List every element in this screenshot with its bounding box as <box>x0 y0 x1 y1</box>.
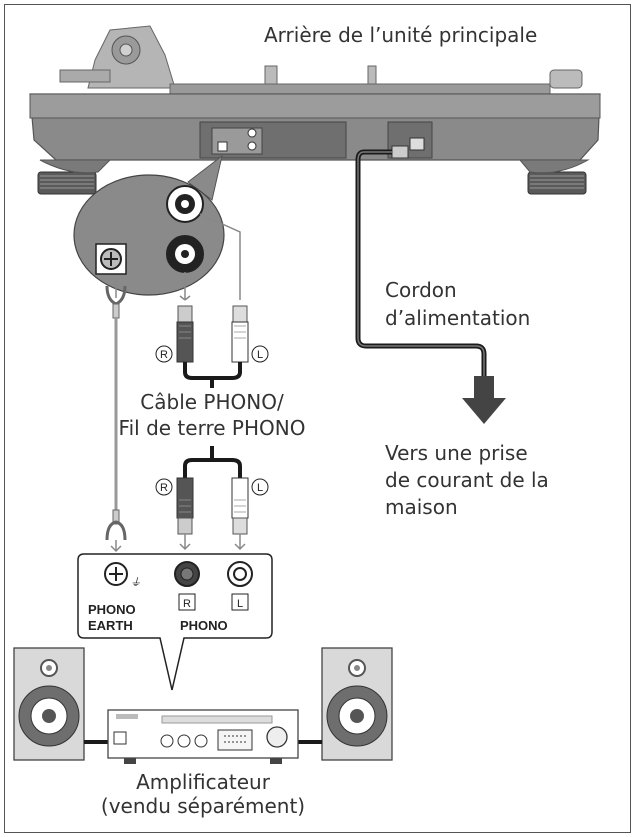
mark-r-upper: R <box>155 345 173 363</box>
rca-plug-left-lower <box>231 477 249 535</box>
phono-cable-upper <box>115 213 241 301</box>
earth-symbol: ⏚ <box>130 577 141 589</box>
amplifier-label-2: (vendu séparément) <box>101 794 305 818</box>
rca-plug-left-upper <box>231 305 249 363</box>
phono-cable-joint-upper <box>183 362 242 380</box>
phono-cable-label-2: Fil de terre PHONO <box>119 416 306 440</box>
power-cord-label-1: Cordon <box>385 278 457 302</box>
phono-earth-label-2: EARTH <box>88 618 133 633</box>
outlet-label-3: maison <box>385 495 458 519</box>
svg-text:L: L <box>257 482 263 494</box>
diagram-frame <box>4 4 631 833</box>
phono-earth-label-1: PHONO <box>88 602 136 617</box>
amplifier-label-1: Amplificateur <box>136 770 271 794</box>
earth-fork-upper <box>105 285 127 524</box>
phono-cable-label-1: Câble PHONO/ <box>140 390 284 414</box>
terminal-callout <box>73 154 225 296</box>
mark-l-lower: L <box>251 478 269 496</box>
amp-terminal-panel: ⏚ R L PHONO EARTH PHONO <box>77 553 273 691</box>
rca-plug-right-upper <box>176 305 194 363</box>
svg-text:R: R <box>160 482 168 494</box>
svg-text:L: L <box>257 349 263 361</box>
svg-text:R: R <box>160 349 168 361</box>
outlet-label-2: de courant de la <box>385 468 549 492</box>
amplifier <box>107 709 299 764</box>
outlet-label-1: Vers une prise <box>385 441 528 465</box>
turntable-rear <box>29 25 601 195</box>
earth-fork-lower <box>105 509 127 541</box>
svg-text:R: R <box>183 598 191 610</box>
phono-label: PHONO <box>180 618 228 633</box>
mark-r-lower: R <box>155 478 173 496</box>
speaker-left <box>13 647 85 761</box>
phono-cable-joint-lower <box>183 458 242 478</box>
rca-plug-right-lower <box>176 477 194 535</box>
mark-l-upper: L <box>251 345 269 363</box>
outlet-arrow <box>462 376 506 424</box>
rear-title: Arrière de l’unité principale <box>264 23 537 47</box>
svg-text:L: L <box>237 598 243 610</box>
speaker-right <box>321 647 393 761</box>
power-cord <box>355 145 487 376</box>
power-cord-label-2: d’alimentation <box>385 306 530 330</box>
